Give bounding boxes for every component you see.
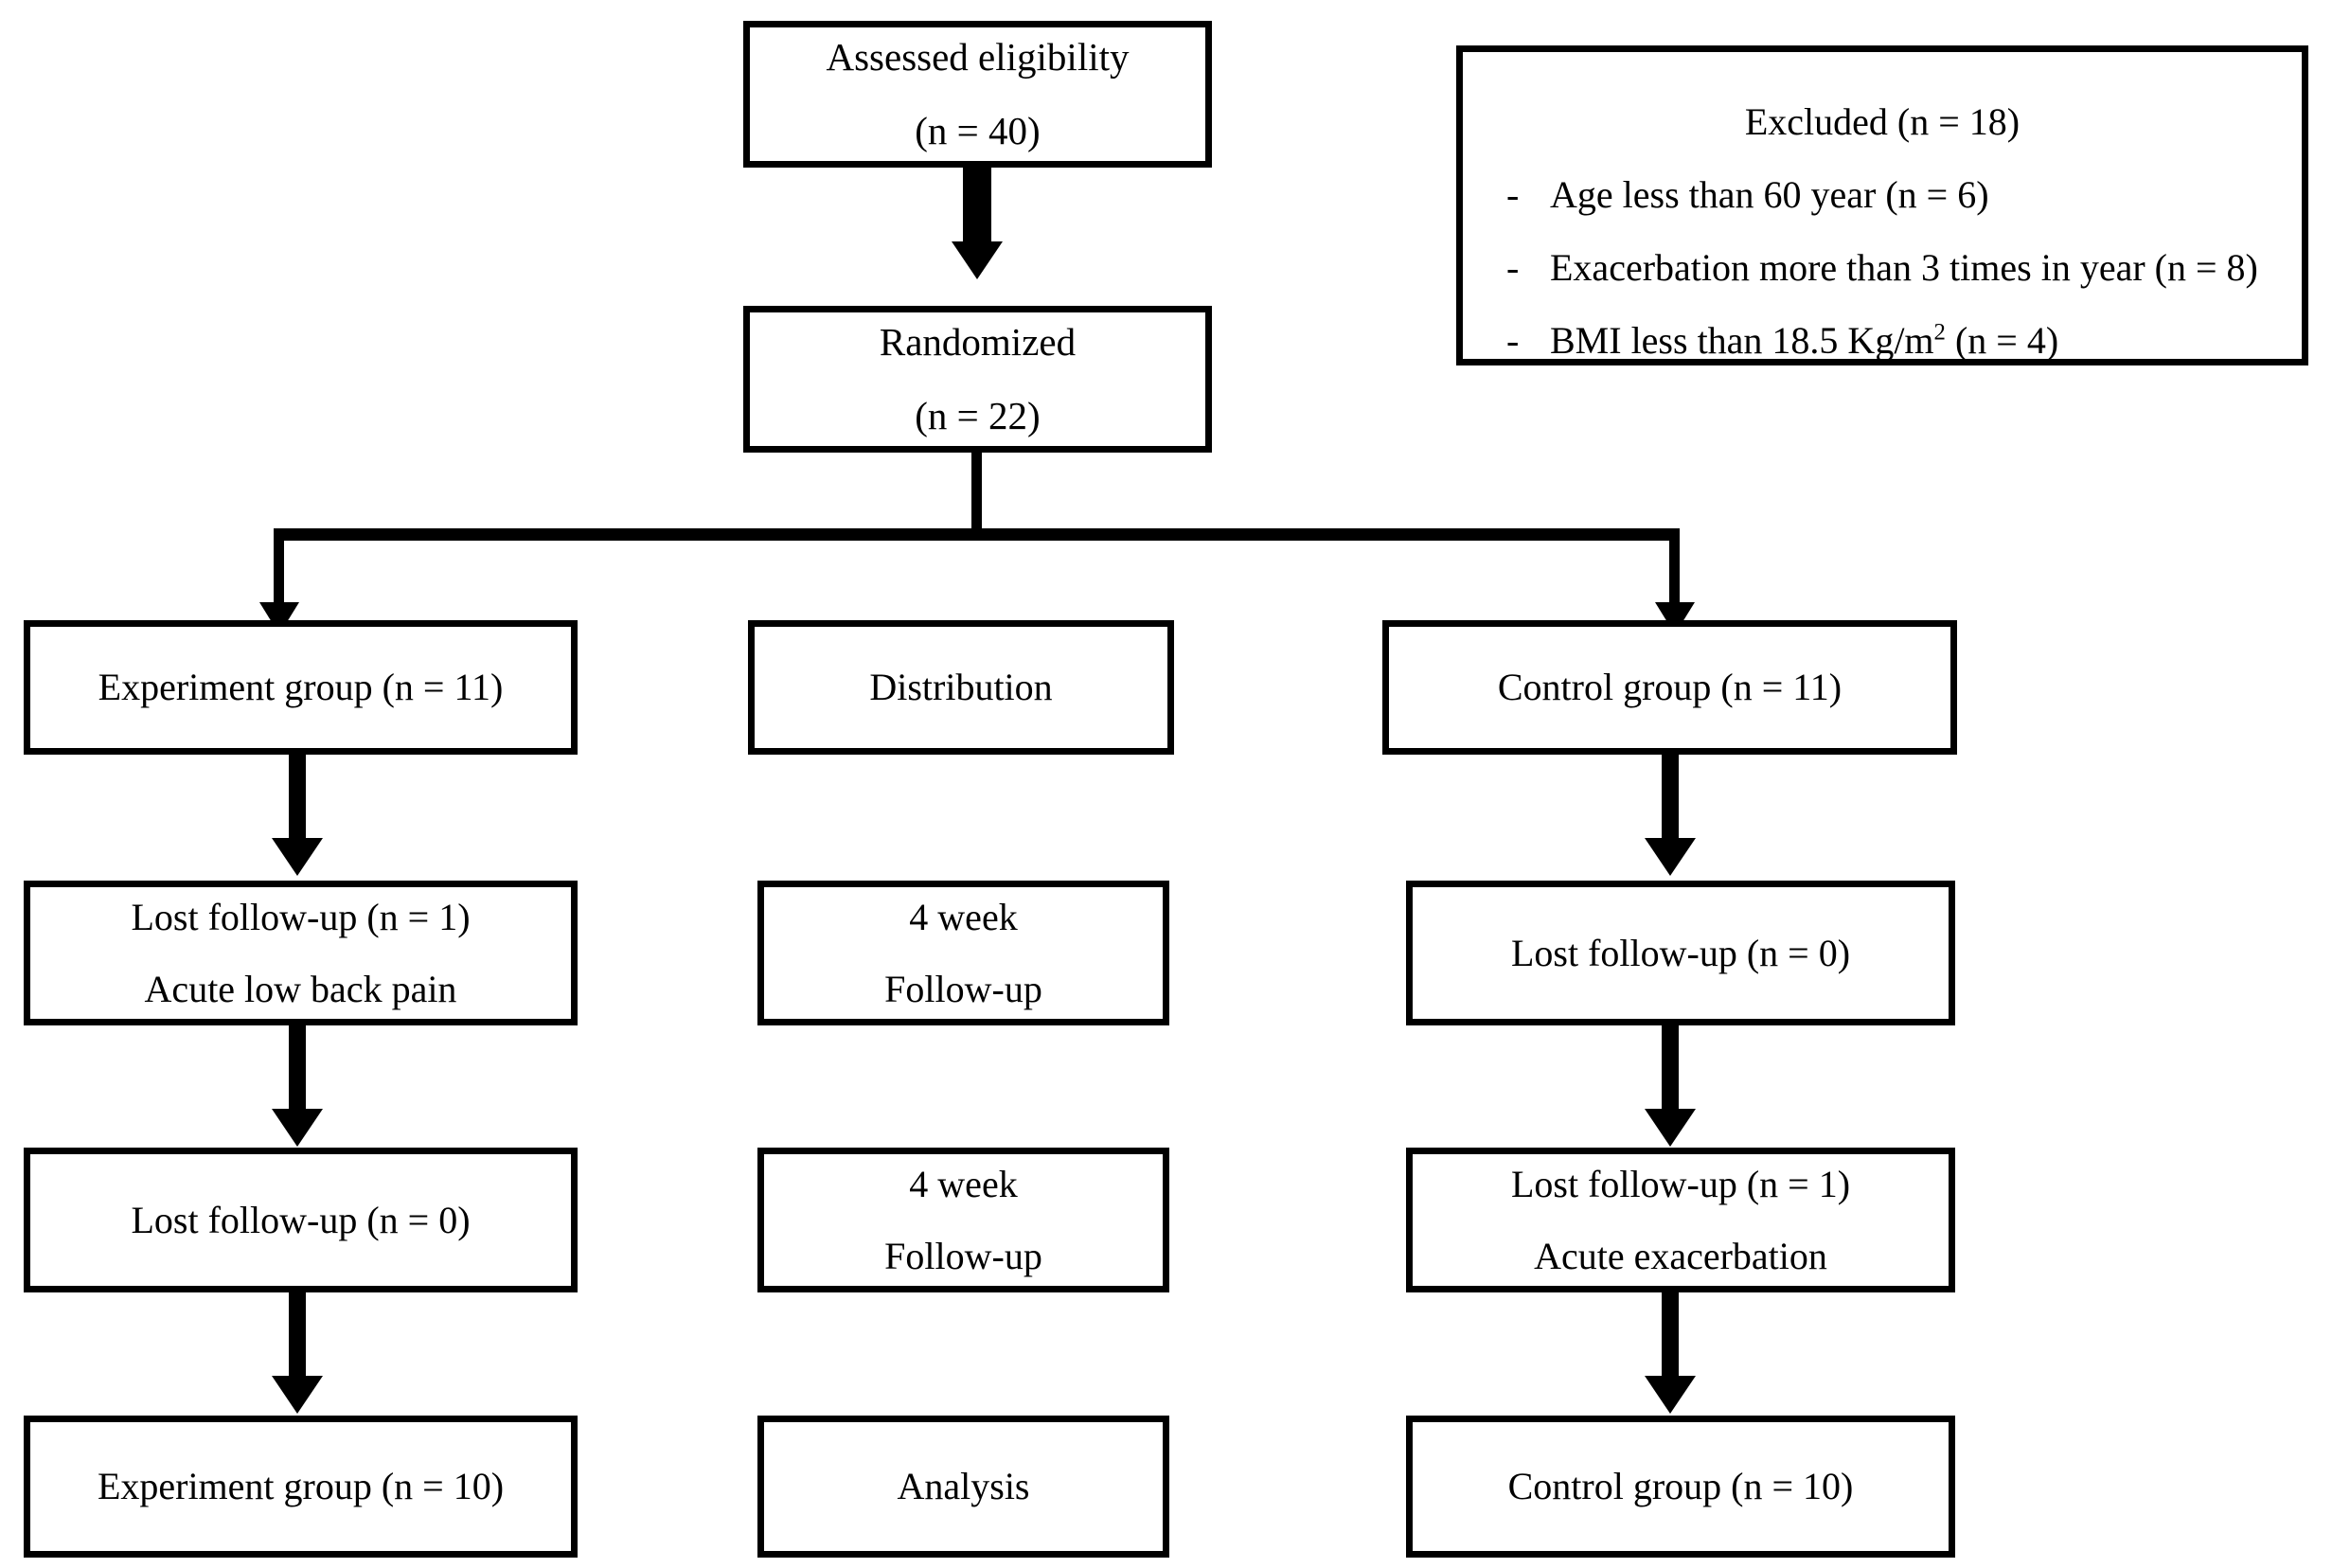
excluded-item: - Exacerbation more than 3 times in year… (1491, 245, 2273, 290)
arrowhead-icon (272, 838, 323, 876)
node-line: Experiment group (n = 10) (97, 1465, 505, 1507)
panel-excluded: Excluded (n = 18) - Age less than 60 yea… (1456, 45, 2308, 365)
connector-exp-r2-r3 (289, 1025, 306, 1113)
node-line: Lost follow-up (n = 0) (1510, 931, 1851, 974)
excluded-item-text: BMI less than 18.5 Kg/m2 (n = 4) (1550, 319, 2059, 362)
node-line: (n = 22) (915, 393, 1041, 437)
node-exp-lost-followup-1: Lost follow-up (n = 1) Acute low back pa… (24, 881, 578, 1025)
bullet-dash-icon: - (1506, 173, 1520, 216)
bullet-dash-icon: - (1506, 319, 1520, 362)
superscript: 2 (1933, 319, 1946, 346)
connector-exp-r3-r4 (289, 1292, 306, 1380)
excluded-item: - BMI less than 18.5 Kg/m2 (n = 4) (1491, 318, 2273, 363)
node-line: (n = 40) (915, 108, 1041, 152)
node-line: Follow-up (884, 967, 1042, 1010)
node-distribution: Distribution (748, 620, 1174, 755)
connector-branch-right (1669, 528, 1680, 606)
node-line: 4 week (909, 895, 1018, 938)
arrowhead-icon (952, 241, 1003, 279)
node-control-group-10: Control group (n = 10) (1406, 1416, 1955, 1558)
node-line: Control group (n = 10) (1507, 1465, 1854, 1507)
arrowhead-icon (272, 1109, 323, 1147)
arrowhead-icon (272, 1376, 323, 1414)
arrowhead-icon (1645, 1109, 1696, 1147)
node-line: 4 week (909, 1162, 1018, 1205)
node-analysis: Analysis (757, 1416, 1169, 1558)
arrowhead-icon (1645, 838, 1696, 876)
excluded-item-text: Exacerbation more than 3 times in year (… (1550, 246, 2258, 289)
node-line: Lost follow-up (n = 1) (131, 895, 471, 938)
connector-randomized-stem (971, 453, 982, 535)
node-randomized: Randomized (n = 22) (743, 306, 1212, 453)
node-line: Lost follow-up (n = 0) (131, 1198, 471, 1241)
node-line: Acute low back pain (144, 967, 457, 1010)
node-experiment-group-10: Experiment group (n = 10) (24, 1416, 578, 1558)
node-ctrl-lost-followup-0: Lost follow-up (n = 0) (1406, 881, 1955, 1025)
excluded-title: Excluded (n = 18) (1744, 100, 2021, 143)
connector-ctrl-r3-r4 (1662, 1292, 1679, 1380)
node-line: Assessed eligibility (826, 35, 1130, 80)
node-line: Analysis (897, 1465, 1030, 1507)
excluded-item-text: Age less than 60 year (n = 6) (1550, 173, 1989, 216)
connector-randomized-branch-bar (274, 528, 1680, 541)
connector-exp-r1-r2 (289, 755, 306, 842)
node-control-group-11: Control group (n = 11) (1382, 620, 1957, 755)
arrowhead-icon (1645, 1376, 1696, 1414)
node-followup-week4-second: 4 week Follow-up (757, 1148, 1169, 1292)
node-exp-lost-followup-0: Lost follow-up (n = 0) (24, 1148, 578, 1292)
node-ctrl-lost-followup-1: Lost follow-up (n = 1) Acute exacerbatio… (1406, 1148, 1955, 1292)
connector-ctrl-r1-r2 (1662, 755, 1679, 842)
bullet-dash-icon: - (1506, 246, 1520, 289)
connector-branch-left (274, 528, 284, 606)
node-followup-week4-first: 4 week Follow-up (757, 881, 1169, 1025)
node-line: Lost follow-up (n = 1) (1510, 1162, 1851, 1205)
node-line: Control group (n = 11) (1497, 666, 1843, 708)
node-assessed-eligibility: Assessed eligibility (n = 40) (743, 21, 1212, 168)
connector-assessed-to-randomized (963, 168, 991, 245)
excluded-item: - Age less than 60 year (n = 6) (1491, 172, 2273, 217)
node-line: Acute exacerbation (1534, 1234, 1827, 1277)
connector-ctrl-r2-r3 (1662, 1025, 1679, 1113)
node-experiment-group-11: Experiment group (n = 11) (24, 620, 578, 755)
node-line: Distribution (869, 666, 1053, 708)
node-line: Randomized (879, 320, 1077, 365)
node-line: Experiment group (n = 11) (98, 666, 504, 708)
node-line: Follow-up (884, 1234, 1042, 1277)
